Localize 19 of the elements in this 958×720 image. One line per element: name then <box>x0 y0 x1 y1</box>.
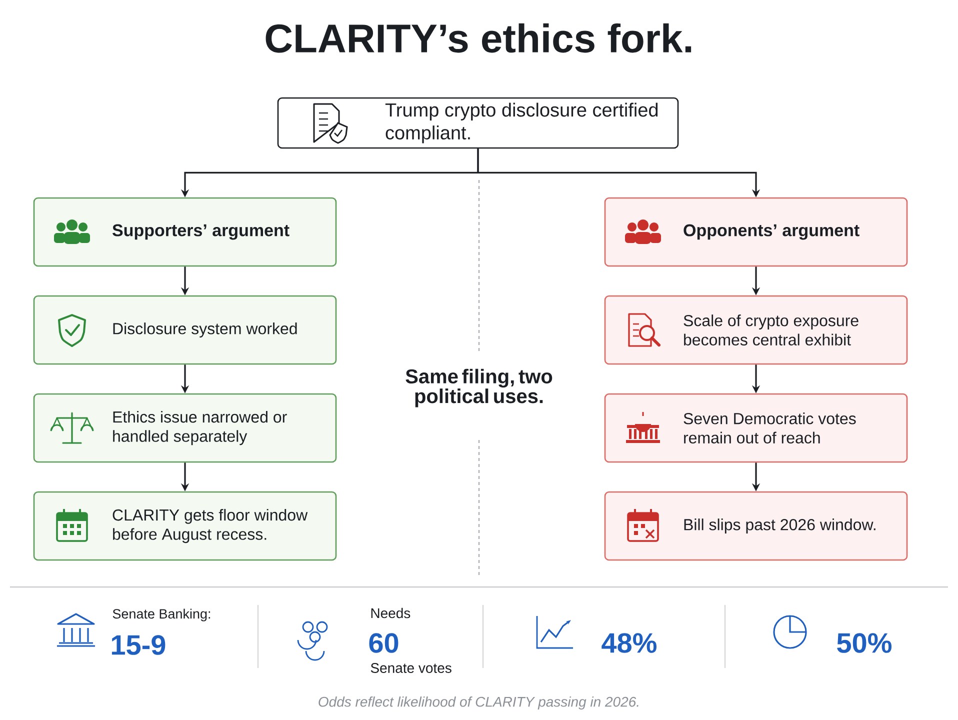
process-box: Seven Democratic votes remain out of reach <box>604 393 908 463</box>
process-box: CLARITY gets floor window before August recess. <box>33 491 337 561</box>
annotation-text: Same filing, two political uses. <box>406 368 552 408</box>
process-box: Opponents’ argument <box>604 197 908 267</box>
stat-value: 60 <box>369 633 398 653</box>
process-box: Disclosure system worked <box>33 295 337 365</box>
stat-value: 48% <box>602 633 656 653</box>
process-box: Supporters’ argument <box>33 197 337 267</box>
title: CLARITY’s ethics fork. <box>266 23 692 53</box>
stat-label: Needs <box>371 608 410 618</box>
caption: Odds reflect likelihood of CLARITY passing in 2026. <box>318 696 638 710</box>
stat-label: Senate Banking: <box>112 608 210 622</box>
process-box: Ethics issue narrowed or handled separately <box>33 393 337 463</box>
stat-value: 50% <box>837 633 892 653</box>
process-box: Bill slips past 2026 window. <box>604 491 908 561</box>
process-box: Trump crypto disclosure certified compliant. <box>277 97 679 149</box>
process-box: Scale of crypto exposure becomes central exhibit <box>604 295 908 365</box>
stat-label: Senate votes <box>370 663 452 673</box>
stat-value: 15-9 <box>112 635 166 655</box>
